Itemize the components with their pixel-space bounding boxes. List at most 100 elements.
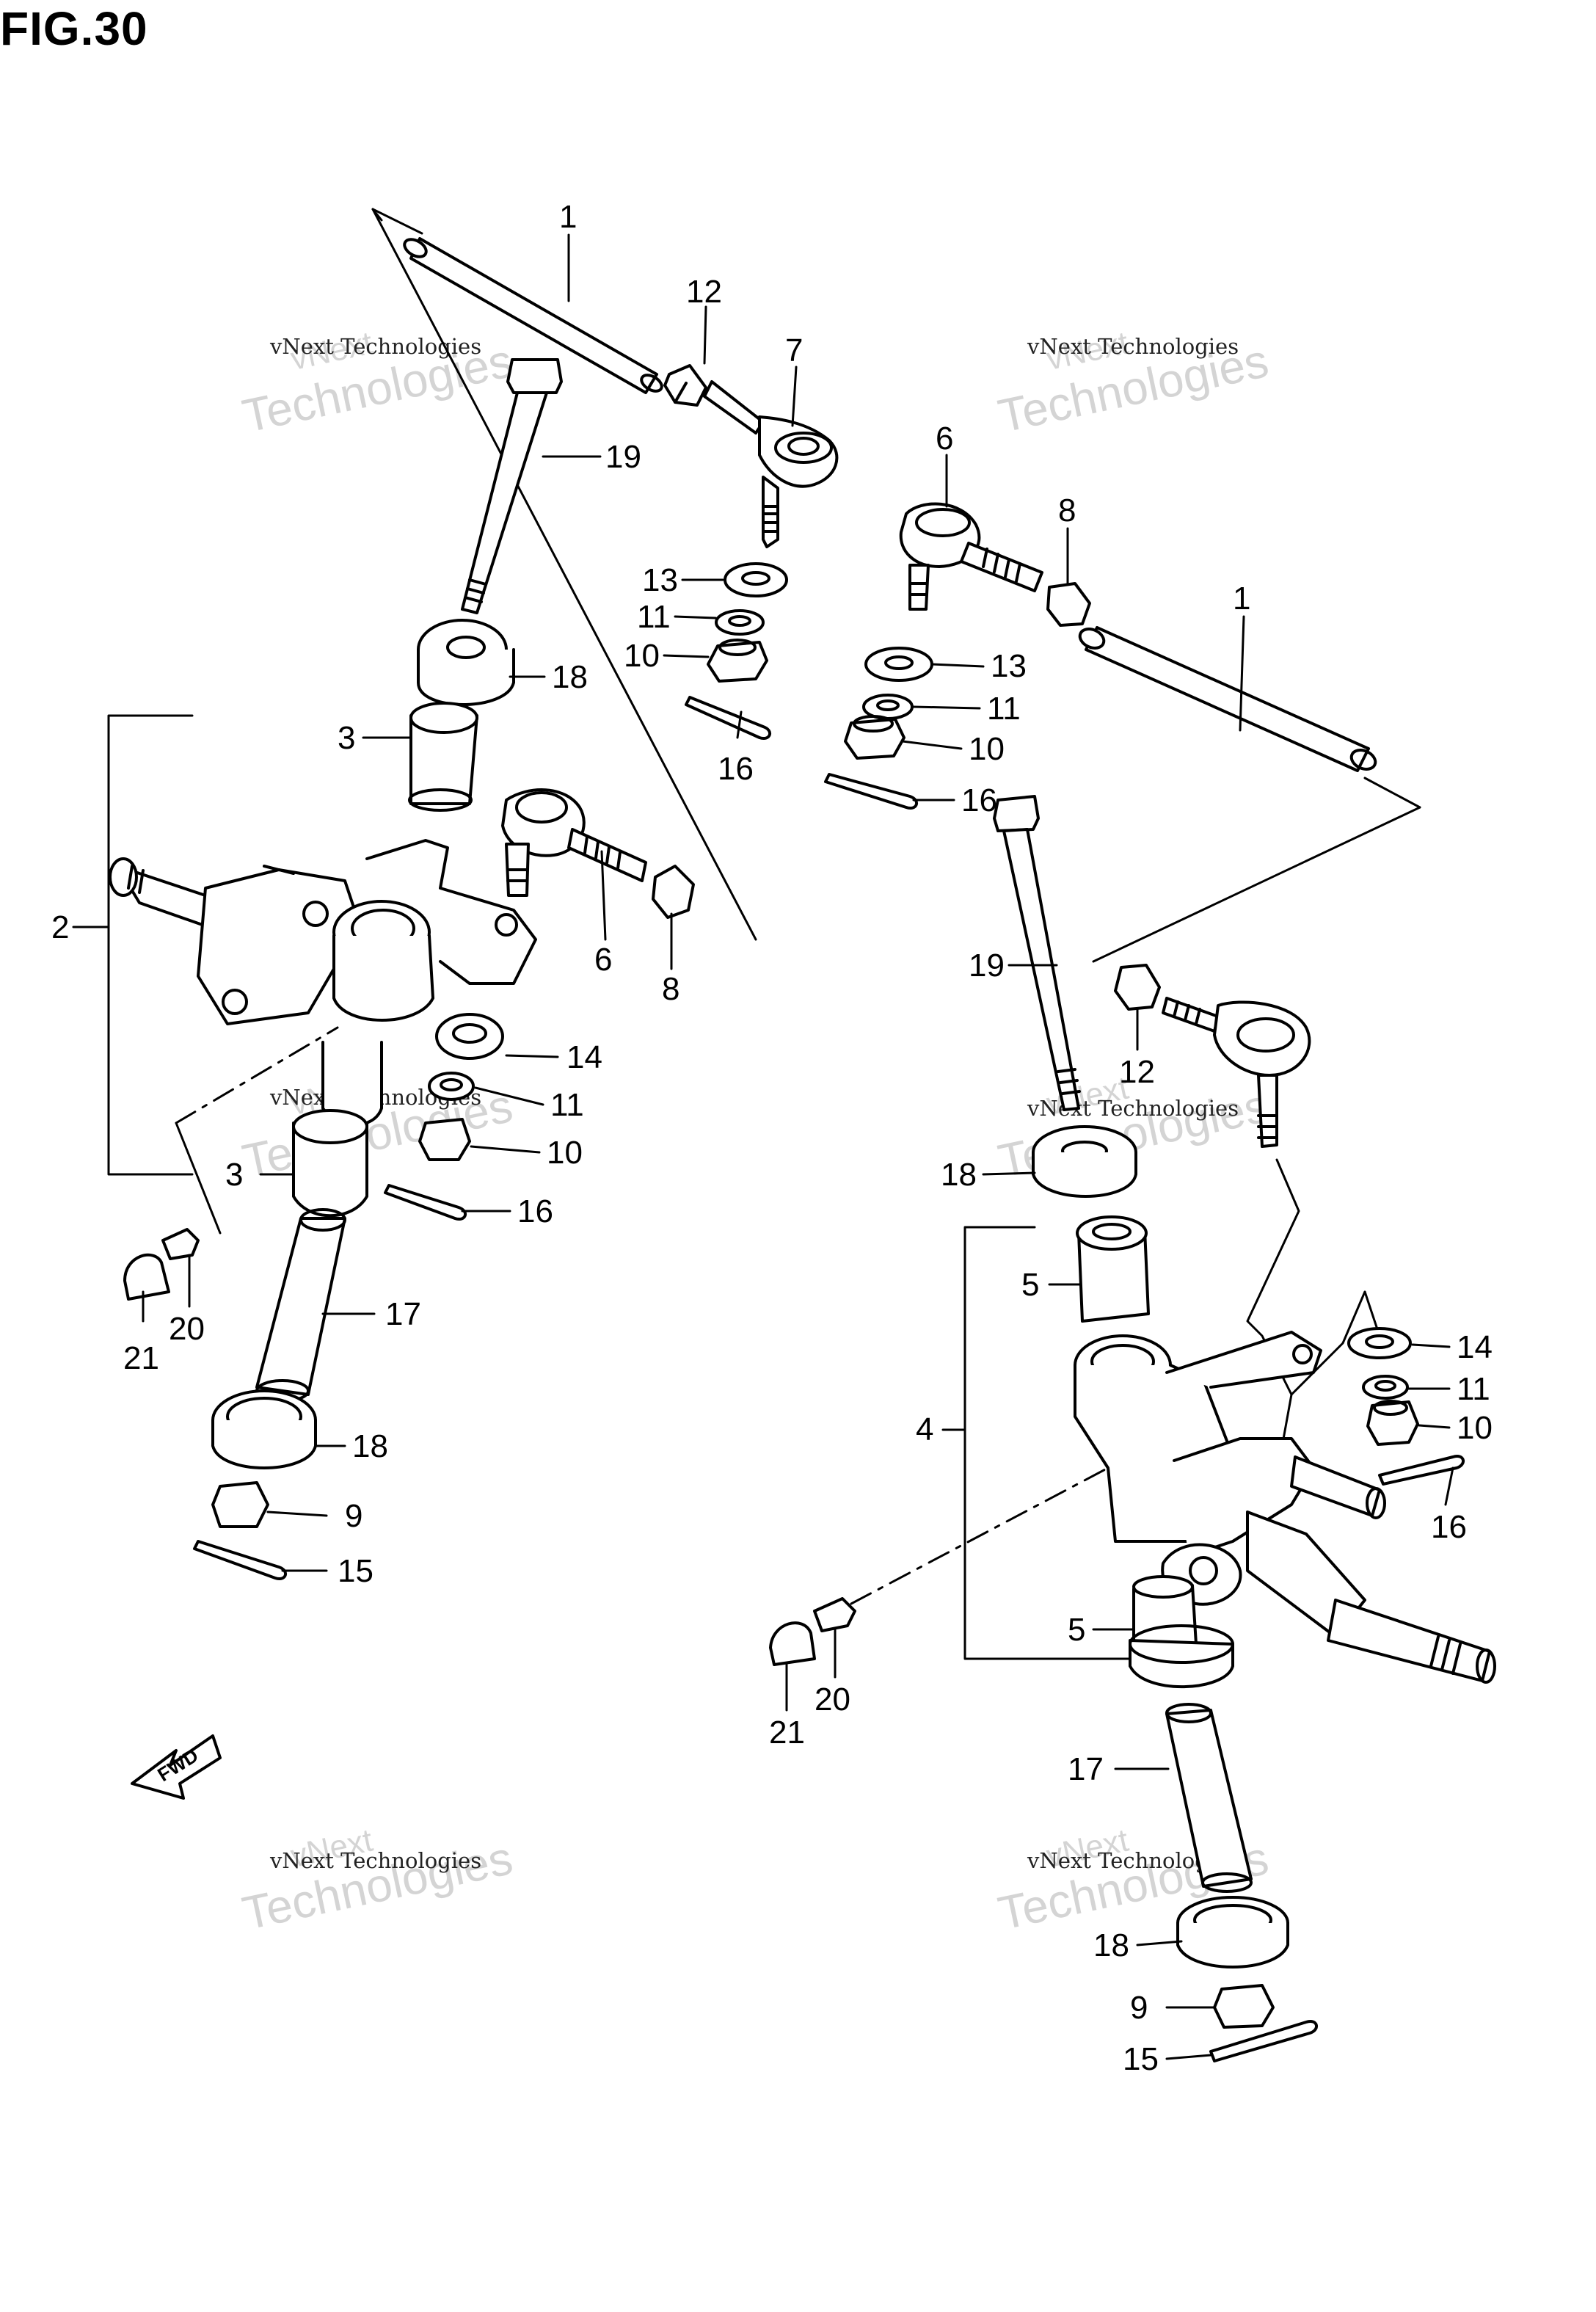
callout-label: 13 [991,648,1027,684]
washer-14-right [1347,1327,1412,1359]
callout-label: 9 [1130,1990,1148,2026]
tie-rod-end-7-right [1162,997,1311,1148]
nut-9-right [1213,1984,1275,2029]
steering-knuckle-2 [109,839,537,1127]
cap-21-left [123,1253,170,1301]
callout-labels: 1 12 7 19 13 11 10 16 18 3 2 6 8 14 11 1… [51,199,1493,2077]
callout-label: 8 [1058,492,1076,528]
washer-13-left [724,562,788,597]
fwd-arrow-icon: FWD [131,1734,222,1800]
callout-label: 17 [385,1296,421,1332]
callout-label: 5 [1021,1267,1039,1303]
bushing-18-top-left [417,619,515,706]
lock-washer-11-left-2 [428,1072,475,1101]
cotter-pin-15-right [1209,2020,1318,2062]
cotter-pin-16-right-2 [1378,1455,1465,1486]
nut-9-left [211,1481,269,1528]
callout-label: 3 [225,1157,243,1193]
callout-label: 14 [1457,1329,1493,1365]
callout-label: 19 [969,948,1005,984]
washer-13-right [864,647,933,682]
tie-rod-left [403,237,663,394]
callout-label: 21 [769,1715,805,1751]
callout-label: 11 [1457,1371,1490,1407]
callout-label: 17 [1068,1751,1104,1787]
watermark-small: vNext Technologies [269,1848,481,1873]
cotter-pin-15-left [193,1540,287,1580]
bushing-3-top-left [408,702,478,812]
callout-label: 9 [345,1498,362,1534]
cotter-pin-16-left-2 [384,1184,467,1221]
jam-nut-12-left [663,364,707,407]
callout-label: 10 [547,1135,583,1171]
bolt-19-left [461,358,563,614]
callout-label: 6 [936,421,953,457]
callout-label: 11 [550,1087,584,1123]
figure-title: FIG.30 [0,2,148,55]
callout-label: 5 [1068,1612,1085,1648]
grease-fitting-20-right [813,1597,856,1632]
callout-label: 10 [1457,1410,1493,1446]
right-assembly [769,502,1496,2062]
tie-rod-end-6-right [899,502,1043,611]
callout-label: 2 [51,909,69,945]
callout-label: 15 [1123,2041,1159,2077]
callout-label: 14 [566,1039,602,1075]
castle-nut-10-left-2 [418,1118,471,1161]
callout-label: 18 [552,659,588,695]
washer-14-left [435,1013,504,1060]
bushing-5-lower-right [1129,1575,1234,1689]
callout-label: 8 [662,971,679,1007]
callout-label: 18 [352,1428,388,1464]
callout-label: 19 [605,439,641,475]
leader-lines [142,233,1454,2060]
callout-label: 13 [642,562,678,598]
kingpin-17-left [255,1208,346,1403]
tie-rod-right [1078,626,1377,772]
callout-label: 6 [594,942,612,978]
construction-lines [72,208,1421,1660]
callout-label: 3 [338,720,355,756]
callout-label: 10 [969,731,1005,767]
bolt-19-right [993,795,1081,1111]
cap-21-right [769,1621,816,1666]
callout-label: 12 [1119,1054,1155,1090]
callout-label: 12 [686,274,722,310]
callout-label: 11 [637,599,671,635]
callout-label: 15 [338,1553,374,1589]
kingpin-17-right [1165,1703,1253,1893]
watermark-small: vNext Technologies [1027,1096,1239,1121]
callout-label: 1 [1233,581,1250,617]
tie-rod-end-7 [703,380,839,548]
bushing-3-lower-left [292,1109,368,1218]
cotter-pin-16-right [824,773,918,810]
grease-fitting-20-left [161,1228,200,1260]
watermark-small: vNext Technologies [269,334,481,359]
callout-label: 1 [559,199,577,235]
watermark-small: vNext Technologies [1027,334,1239,359]
jam-nut-12-right [1114,964,1161,1011]
callout-label: 7 [785,332,803,368]
callout-label: 16 [1431,1509,1467,1545]
callout-label: 10 [624,638,660,674]
watermark-group: vNext Technologies vNext Technologies vN… [238,325,1272,1940]
nut-8-right [1046,582,1091,627]
tie-rod-end-6-left [501,788,647,897]
lock-washer-11-left [715,609,765,636]
cotter-pin-16-left [685,696,771,740]
callout-label: 18 [941,1157,977,1193]
callout-label: 4 [916,1411,933,1447]
callout-label: 16 [718,751,754,787]
callout-label: 11 [987,691,1021,727]
callout-label: 16 [517,1193,553,1229]
callout-label: 20 [815,1682,850,1717]
steering-knuckle-4 [1074,1331,1496,1684]
left-assembly [109,237,839,1580]
lock-washer-11-right-2 [1362,1375,1409,1400]
callout-label: 16 [961,782,997,818]
bushing-5-top-right [1076,1215,1150,1323]
callout-label: 18 [1093,1927,1129,1963]
callout-label: 20 [169,1311,205,1347]
